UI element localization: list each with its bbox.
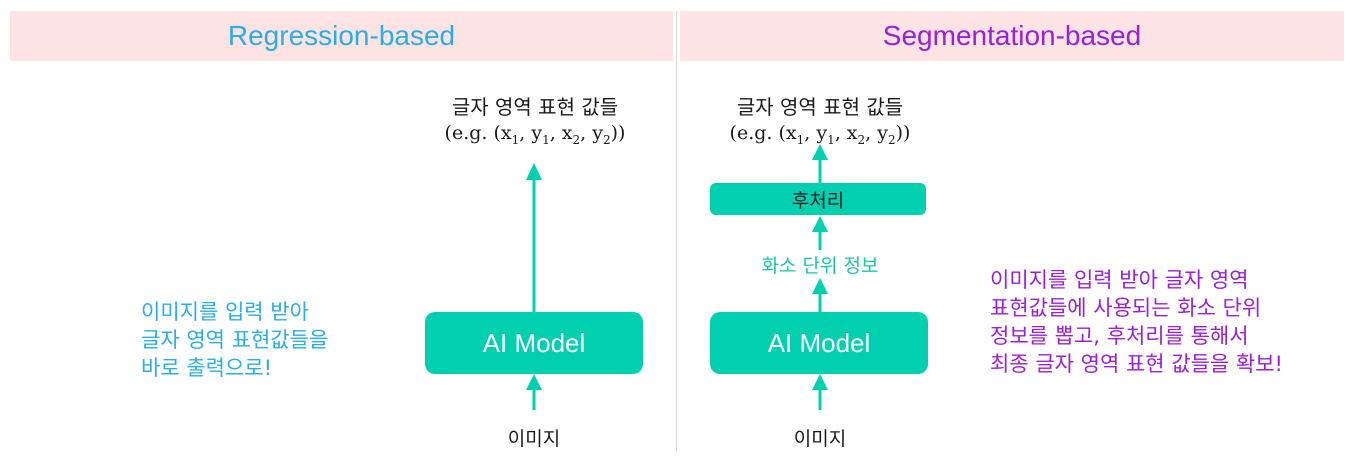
pixel-info-label: 화소 단위 정보: [761, 255, 879, 277]
right-output-line2: (e.g. (x1, y1, x2, y2)): [729, 122, 911, 147]
arrowhead-left-input: [526, 374, 542, 390]
left-ai-model-box: AI Model: [425, 312, 643, 374]
right-output-label: 글자 영역 표현 값들 (e.g. (x1, y1, x2, y2)): [690, 94, 950, 153]
left-output-line1: 글자 영역 표현 값들: [451, 95, 619, 119]
right-input-image-label: 이미지: [793, 428, 847, 450]
left-output-label: 글자 영역 표현 값들 (e.g. (x1, y1, x2, y2)): [405, 94, 665, 153]
arrowhead-left-output: [526, 163, 542, 180]
left-input-image-label: 이미지: [507, 428, 561, 450]
arrowhead-right-post: [812, 216, 828, 232]
postprocess-box: 후처리: [710, 183, 926, 215]
panel-divider: [676, 11, 677, 451]
header-regression-based: Regression-based: [10, 11, 673, 61]
header-segmentation-based: Segmentation-based: [680, 11, 1344, 61]
right-ai-model-box: AI Model: [710, 312, 928, 374]
right-description: 이미지를 입력 받아 글자 영역 표현값들에 사용되는 화소 단위 정보를 뽑고…: [990, 268, 1283, 376]
arrowhead-right-output: [812, 144, 828, 160]
right-output-line1: 글자 영역 표현 값들: [736, 95, 904, 119]
arrowhead-right-pixel: [812, 278, 828, 294]
left-description: 이미지를 입력 받아 글자 영역 표현값들을 바로 출력으로!: [141, 300, 329, 380]
left-output-line2: (e.g. (x1, y1, x2, y2)): [444, 122, 626, 147]
arrowhead-right-input: [812, 374, 828, 390]
